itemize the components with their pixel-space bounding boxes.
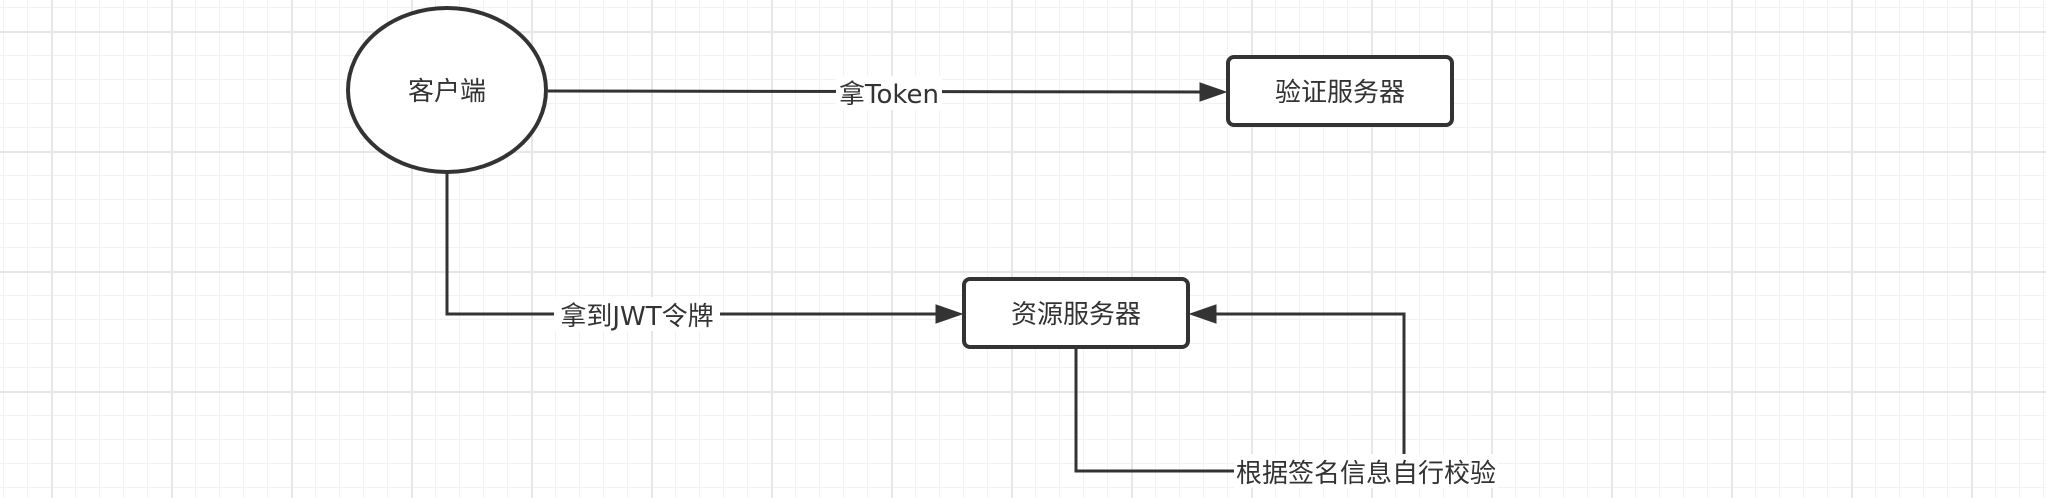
edge-get-token-arrowhead — [1199, 82, 1228, 102]
edge-get-token-label: 拿Token — [839, 80, 939, 110]
node-client[interactable]: 客户端 — [346, 6, 548, 174]
node-auth-server-shape — [1226, 55, 1454, 127]
edge-self-verify-label: 根据签名信息自行校验 — [1236, 459, 1496, 489]
edge-get-jwt-arrowhead — [935, 304, 964, 324]
node-resource-server-shape — [962, 277, 1190, 349]
node-auth-server[interactable]: 验证服务器 — [1226, 55, 1454, 127]
edge-get-jwt-label-bg — [554, 297, 720, 331]
edge-get-jwt[interactable]: 拿到JWT令牌 — [445, 172, 964, 332]
node-auth-server-label: 验证服务器 — [1275, 78, 1405, 108]
node-resource-server[interactable]: 资源服务器 — [962, 277, 1190, 349]
edge-get-jwt-line — [445, 172, 942, 316]
node-resource-server-label: 资源服务器 — [1011, 300, 1141, 330]
node-client-shape — [346, 6, 548, 174]
node-client-label: 客户端 — [408, 77, 486, 107]
edge-self-verify[interactable]: 根据签名信息自行校验 — [1074, 304, 1498, 489]
edge-get-jwt-label: 拿到JWT令牌 — [560, 302, 713, 332]
edge-get-token[interactable]: 拿Token — [547, 76, 1228, 110]
edge-self-verify-arrowhead — [1188, 304, 1217, 324]
edge-get-token-label-bg — [836, 76, 942, 110]
edge-self-verify-label-bg — [1234, 454, 1498, 488]
